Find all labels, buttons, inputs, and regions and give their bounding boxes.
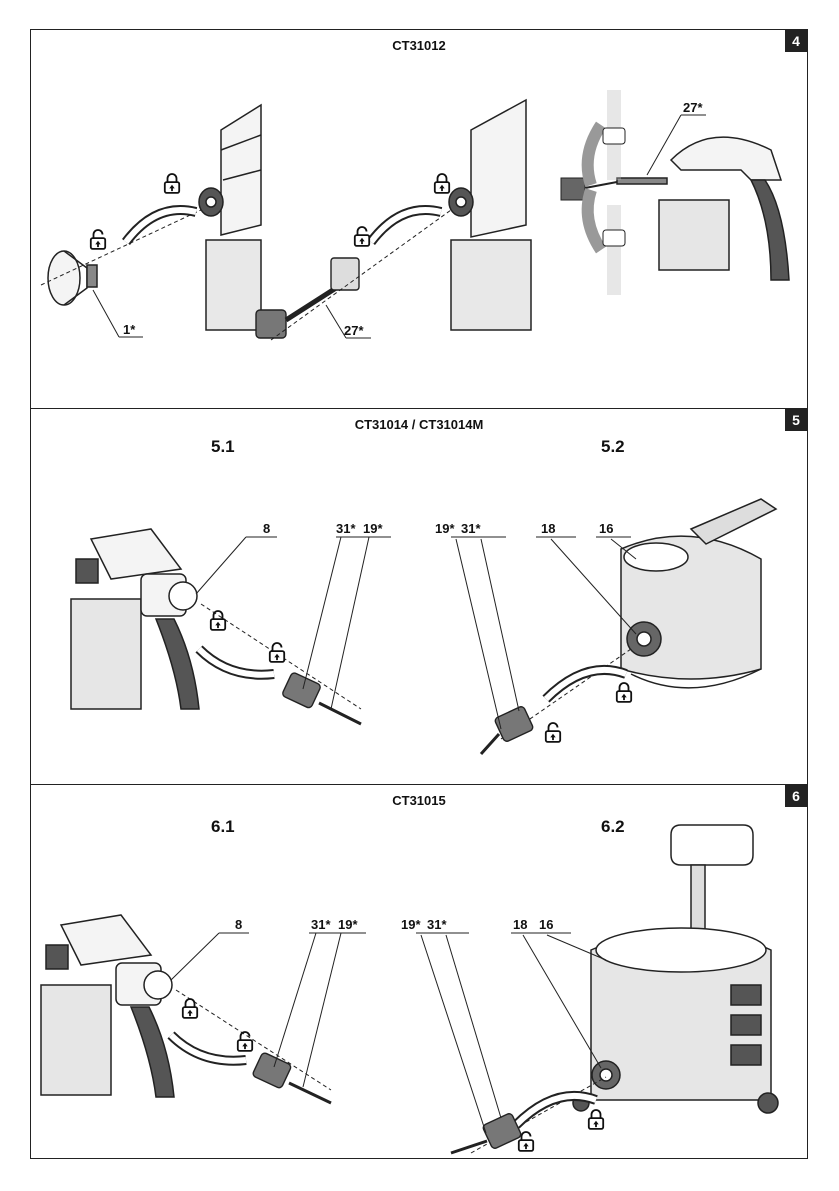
- label-31-5-2: 31*: [461, 521, 481, 536]
- spray-head-left: [199, 105, 261, 330]
- label-31-6-2: 31*: [427, 917, 447, 932]
- panel-5: CT31014 / CT31014M 5 5.1 5.2: [31, 409, 807, 785]
- label-19-6-1: 19*: [338, 917, 358, 932]
- label-16-6-2: 16: [539, 917, 553, 932]
- spray-gun-6-1: [41, 915, 174, 1097]
- panel-6: CT31015 6 6.1 6.2 8: [31, 785, 807, 1158]
- label-18-5-2: 18: [541, 521, 555, 536]
- label-8-5-1: 8: [263, 521, 270, 536]
- label-27-middle: 27*: [344, 323, 364, 338]
- panel-4: CT31012 4 1*: [31, 30, 807, 409]
- hose-connector-5-1: [281, 672, 321, 709]
- label-1: 1*: [123, 322, 136, 337]
- panel-4-drawing: 1* 27*: [31, 30, 807, 409]
- turbine-cart-6-2: [573, 825, 778, 1113]
- label-19-6-2: 19*: [401, 917, 421, 932]
- label-19-5-2: 19*: [435, 521, 455, 536]
- instruction-sheet: CT31012 4 1*: [30, 29, 808, 1159]
- label-31-6-1: 31*: [311, 917, 331, 932]
- label-19-5-1: 19*: [363, 521, 383, 536]
- turbine-unit-5-2: [621, 499, 776, 688]
- label-31-5-1: 31*: [336, 521, 356, 536]
- spray-gun-5-1: [71, 529, 199, 709]
- hose-connector-6-1: [252, 1052, 292, 1089]
- spray-pattern: [603, 90, 625, 295]
- label-27-right: 27*: [683, 100, 703, 115]
- label-18-6-2: 18: [513, 917, 527, 932]
- panel-6-drawing: 8 31* 19*: [31, 785, 807, 1158]
- hose-connector-6-2: [482, 1112, 522, 1149]
- label-8-6-1: 8: [235, 917, 242, 932]
- spray-head-middle: [449, 100, 531, 330]
- label-16-5-2: 16: [599, 521, 613, 536]
- panel-5-drawing: 8 31* 19*: [31, 409, 807, 785]
- spray-gun-right: [617, 137, 789, 280]
